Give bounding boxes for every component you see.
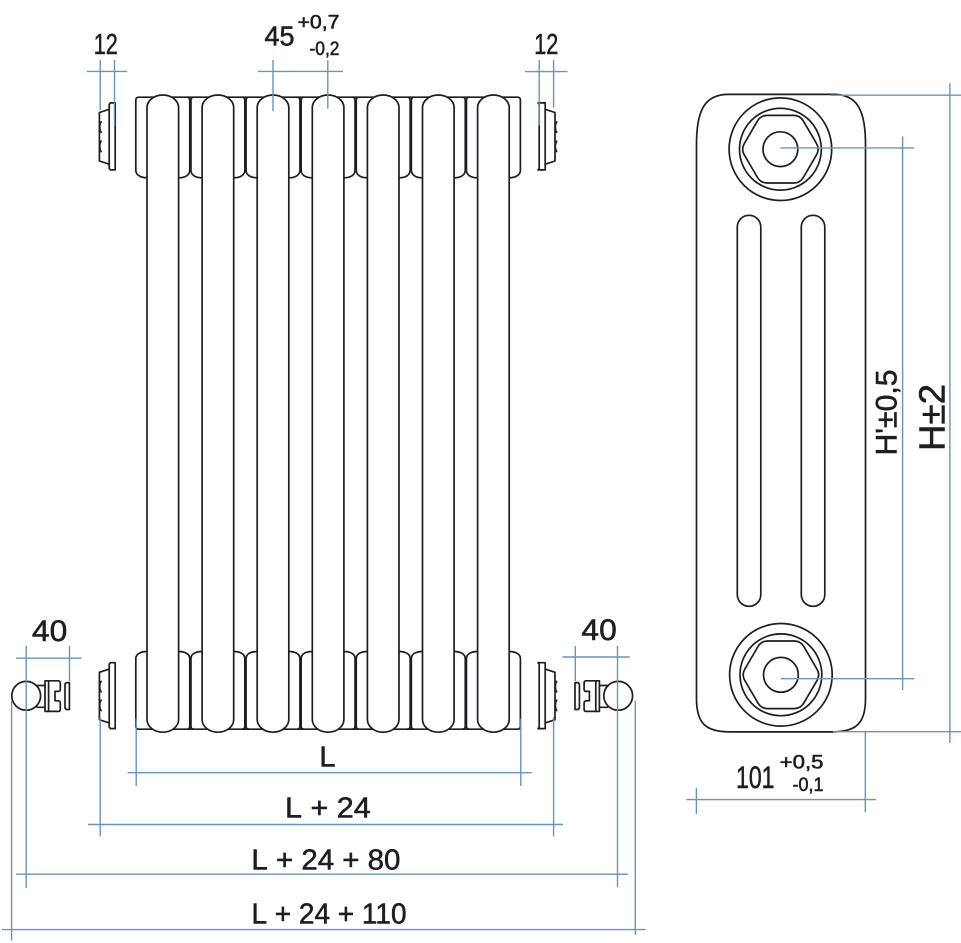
svg-text:12: 12 [534,29,558,61]
svg-text:45: 45 [265,21,295,52]
svg-text:L + 24 + 80: L + 24 + 80 [251,845,400,877]
svg-text:L + 24: L + 24 [285,792,371,824]
svg-text:L: L [319,742,335,774]
svg-text:12: 12 [94,29,118,61]
svg-text:H±2: H±2 [912,384,953,451]
svg-text:-0,1: -0,1 [793,775,824,796]
svg-text:101: 101 [736,759,775,795]
svg-text:+0,7: +0,7 [298,12,340,33]
svg-text:H'±0,5: H'±0,5 [871,370,904,456]
svg-text:40: 40 [581,614,616,647]
svg-text:-0,2: -0,2 [310,39,340,60]
svg-text:L + 24 + 110: L + 24 + 110 [251,899,406,931]
svg-text:40: 40 [32,615,67,648]
svg-text:+0,5: +0,5 [780,753,824,774]
